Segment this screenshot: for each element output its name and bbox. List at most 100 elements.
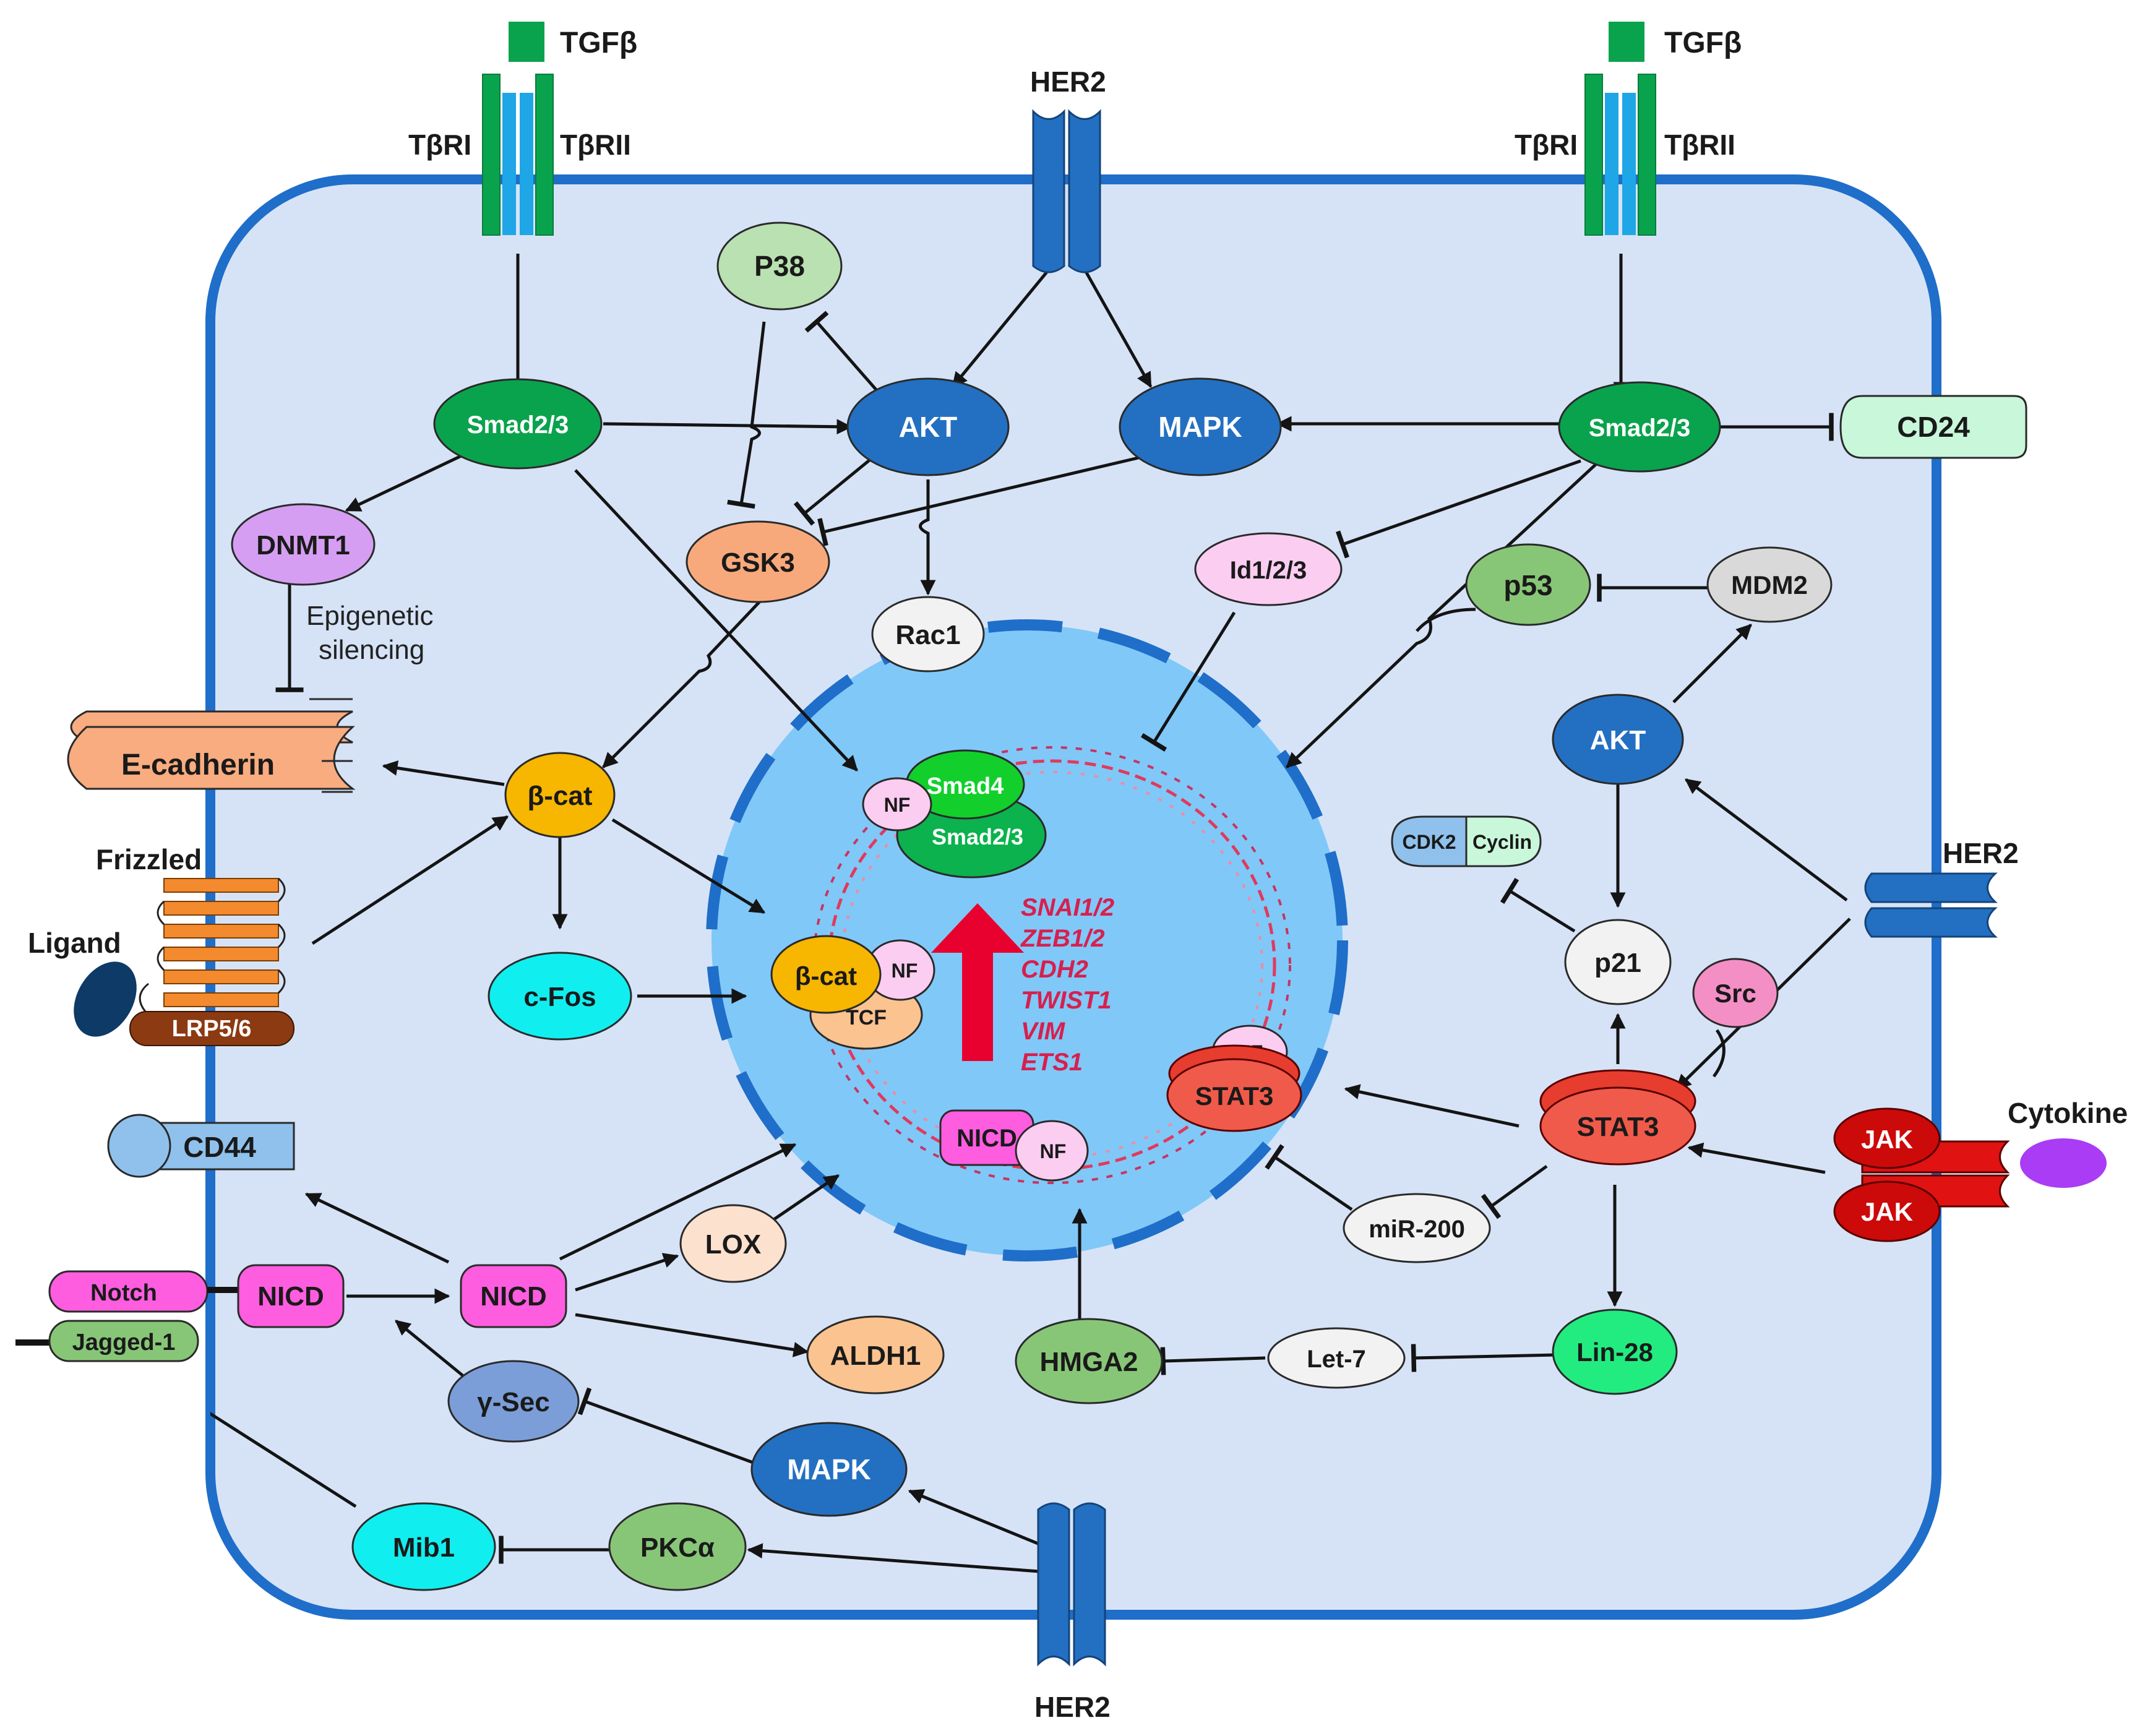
svg-text:NICD: NICD (257, 1281, 324, 1312)
node-src: Src (1692, 958, 1779, 1028)
node-bcat: β-cat (504, 752, 616, 838)
edge-her2b-mapk (908, 1489, 1046, 1549)
svg-text:Src: Src (1714, 979, 1756, 1008)
node-smad23-right: Smad2/3 (1558, 381, 1721, 473)
node-stat3: STAT3 (1539, 1069, 1696, 1166)
cd24-label: CD24 (1897, 411, 1970, 443)
svg-text:GSK3: GSK3 (721, 548, 795, 578)
node-gamma-sec: γ-Sec (447, 1360, 580, 1443)
node-mapk-top: MAPK (1119, 377, 1282, 476)
svg-text:γ-Sec: γ-Sec (477, 1387, 549, 1417)
notch-jagged: Notch Jagged-1 (15, 1270, 238, 1362)
edge-mib1-jagged (210, 1390, 357, 1508)
epigenetic-label-2: silencing (319, 635, 424, 665)
edge-aktr-mdm2 (1672, 624, 1752, 703)
tgfb-ligand-left (509, 22, 544, 62)
edge-nicd-lox (575, 1253, 679, 1292)
node-p21: p21 (1564, 919, 1672, 1005)
e-cadherin-label: E-cadherin (121, 749, 275, 781)
jagged-1 (48, 1320, 199, 1362)
her2-receptor-right: HER2 (1864, 837, 2019, 938)
jagged-label: Jagged-1 (72, 1330, 176, 1356)
edge-nicd-cd44 (304, 1192, 450, 1264)
svg-text:STAT3: STAT3 (1577, 1112, 1659, 1142)
nuclear-smad-complex: Smad4 Smad2/3 NF (862, 749, 1047, 879)
epigenetic-label-1: Epigenetic (306, 601, 433, 631)
edge-akt-p38 (804, 311, 883, 397)
svg-text:p21: p21 (1594, 948, 1641, 978)
node-p38: P38 (716, 221, 843, 311)
svg-text:HMGA2: HMGA2 (1040, 1347, 1138, 1377)
edge-akt-rac1 (919, 479, 936, 596)
tgfb-ligand-right (1609, 22, 1644, 62)
her2-label-top: HER2 (1030, 66, 1106, 98)
node-smad23-left: Smad2/3 (433, 378, 603, 470)
edge-akt-gsk3 (793, 457, 874, 526)
edge-mapkb-gsec (577, 1387, 755, 1465)
svg-text:NICD: NICD (480, 1281, 547, 1312)
gene-snai: SNAI1/2 (1021, 894, 1114, 921)
e-cadherin: E-cadherin (67, 698, 356, 793)
jak-bottom (1833, 1180, 1941, 1242)
gene-cdh2: CDH2 (1021, 956, 1088, 983)
nuclear-nf-bcat: NF (892, 960, 918, 982)
notch-label: Notch (90, 1280, 157, 1306)
node-aldh1: ALDH1 (806, 1315, 945, 1394)
tbrii-label-right: TβRII (1664, 129, 1735, 161)
edge-nicd-aldh1 (575, 1313, 809, 1357)
svg-text:Let-7: Let-7 (1307, 1346, 1366, 1373)
nuclear-stat3-complex: NF STAT3 (1166, 1025, 1302, 1132)
node-pkca: PKCα (608, 1502, 747, 1591)
frizzled-receptor: Frizzled LRP5/6 Ligand (28, 843, 294, 1046)
svg-text:Rac1: Rac1 (895, 620, 960, 650)
nuclear-bcat-complex: TCF NF β-cat (770, 935, 935, 1050)
ligand-label: Ligand (28, 927, 121, 959)
edge-lin28-let7 (1411, 1344, 1557, 1372)
edge-mapk-gsk3 (817, 456, 1139, 546)
cd44-receptor: CD44 (107, 1114, 295, 1178)
svg-text:ALDH1: ALDH1 (830, 1341, 921, 1371)
edge-id-nucleus (1140, 611, 1236, 752)
node-p53: p53 (1465, 543, 1591, 626)
edge-let7-hmga2 (1160, 1347, 1266, 1375)
jak-label-top: JAK (1861, 1125, 1913, 1154)
svg-text:Smad2/3: Smad2/3 (467, 411, 569, 439)
svg-text:Lin-28: Lin-28 (1576, 1338, 1653, 1367)
edge-smadr-id (1336, 459, 1581, 559)
svg-text:p53: p53 (1503, 569, 1552, 601)
svg-text:PKCα: PKCα (640, 1532, 715, 1563)
edge-smad-dnmt1 (345, 450, 471, 512)
tgfb-label-left: TGFβ (560, 27, 637, 59)
cyclin-label: Cyclin (1472, 831, 1532, 853)
node-cdk2-cyclin: CDK2 Cyclin (1391, 815, 1542, 867)
nuclear-smad4-label: Smad4 (927, 773, 1004, 799)
node-mir200: miR-200 (1343, 1193, 1491, 1263)
edge-gsec-nicd (395, 1320, 465, 1378)
edge-src-link (1712, 1029, 1726, 1078)
svg-text:MAPK: MAPK (787, 1453, 870, 1485)
edge-p53-link (1416, 608, 1476, 632)
her2-label-bottom: HER2 (1034, 1691, 1111, 1723)
node-lox: LOX (679, 1204, 787, 1283)
svg-text:Mib1: Mib1 (393, 1532, 455, 1563)
jak-label-bottom: JAK (1861, 1197, 1913, 1226)
node-mib1: Mib1 (351, 1502, 496, 1591)
svg-text:Id1/2/3: Id1/2/3 (1230, 557, 1307, 584)
node-nicd-left: NICD (237, 1264, 345, 1328)
svg-text:AKT: AKT (1590, 725, 1646, 755)
her2-receptor-bottom: HER2 (1034, 1502, 1111, 1723)
node-hmga2: HMGA2 (1015, 1318, 1163, 1404)
svg-text:miR-200: miR-200 (1369, 1216, 1465, 1243)
tgfb-receptor-left: TGFβ TβRI TβRII (408, 22, 637, 236)
lrp56-label: LRP5/6 (172, 1016, 252, 1042)
svg-text:Smad2/3: Smad2/3 (1589, 415, 1691, 442)
tbrii-label-left: TβRII (560, 129, 631, 161)
svg-text:P38: P38 (754, 250, 805, 282)
node-dnmt1: DNMT1 (231, 503, 376, 586)
node-let7: Let-7 (1267, 1327, 1406, 1389)
gene-twist1: TWIST1 (1021, 987, 1112, 1014)
cdk2-label: CDK2 (1402, 831, 1456, 853)
cytokine-label: Cytokine (2008, 1097, 2128, 1129)
node-nicd-middle: NICD (460, 1264, 567, 1328)
nuclear-bcat-label: β-cat (795, 961, 857, 990)
